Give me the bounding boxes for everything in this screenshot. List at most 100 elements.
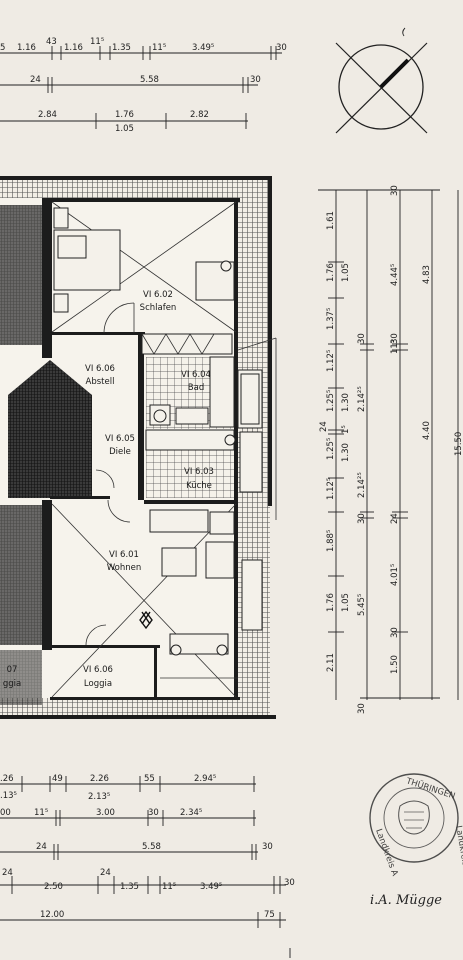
- dim-bottom-15: 24: [2, 868, 13, 878]
- dim-top-6: 11⁵: [152, 43, 166, 53]
- dim-bottom-7: 00: [0, 808, 11, 818]
- dim-top-3: 1.16: [64, 43, 83, 53]
- room-loggia-name: Loggia: [84, 679, 112, 689]
- dim-right-9: 1.76: [326, 593, 336, 612]
- dim-right-24: 11⁵: [390, 340, 400, 354]
- dim-right-31: 4.40: [422, 421, 432, 440]
- room-loggia-left-number: 07: [7, 665, 18, 675]
- dim-right-30: 4.83: [422, 265, 432, 284]
- dim-bottom-23: 75: [264, 910, 275, 920]
- dim-bottom-10: 30: [148, 808, 159, 818]
- dim-top-1: 1.16: [17, 43, 36, 53]
- dim-right-2: 1.37⁵: [326, 308, 336, 330]
- room-schlafen-name: Schlafen: [140, 303, 177, 313]
- dim-right-21: 30: [357, 703, 367, 714]
- room-bad-number: VI 6.04: [181, 370, 211, 380]
- bedroom-furniture: [53, 207, 235, 355]
- dim-top-12: 2.84: [38, 110, 57, 120]
- dim-top-0: 5: [0, 43, 5, 53]
- bottom-dimension-labels: .26 49 2.26 55 2.94⁵ .13⁵ 2.13⁵ 00 11⁵ 3…: [0, 774, 295, 920]
- dim-right-32: 15.50: [454, 432, 463, 456]
- dim-bottom-4: 2.94⁵: [194, 774, 216, 784]
- room-wohnen-name: Wohnen: [107, 563, 142, 573]
- right-dimension-lines: [318, 189, 440, 700]
- dim-top-2: 43: [46, 37, 57, 47]
- room-schlafen-number: VI 6.02: [143, 290, 173, 300]
- dim-right-14: 1.30: [341, 443, 351, 462]
- dim-bottom-2: 2.26: [90, 774, 109, 784]
- room-wohnen-number: VI 6.01: [109, 550, 139, 560]
- door-swings: [85, 302, 135, 646]
- bottom-dimension-lines: [0, 776, 286, 928]
- kitchen-fixtures: [145, 429, 263, 498]
- dim-bottom-21: 30: [284, 878, 295, 888]
- dim-bottom-14: 30: [262, 842, 273, 852]
- dim-top-13: 1.76: [115, 110, 134, 120]
- stamp-bottom-text: Landkreis A: [373, 828, 399, 878]
- dim-bottom-0: .26: [0, 774, 14, 784]
- dim-bottom-17: 24: [100, 868, 111, 878]
- room-abstell-name: Abstell: [86, 377, 115, 387]
- dim-right-22: 4.44⁵: [390, 264, 400, 286]
- room-loggia-left-name: ggia: [3, 679, 21, 689]
- room-loggia-number: VI 6.06: [83, 665, 113, 675]
- dim-right-11: 1.05: [341, 263, 351, 282]
- dim-right-25: 24: [390, 513, 400, 524]
- top-dimension-lines: 5 1.16 43 1.16 11⁵ 1.35 11⁵ 3.49⁵ 30 24 …: [0, 37, 287, 134]
- dim-top-5: 1.35: [112, 43, 131, 53]
- dim-right-15: 1.05: [341, 593, 351, 612]
- living-furniture: [139, 509, 263, 679]
- dim-bottom-9: 3.00: [96, 808, 115, 818]
- room-kueche-name: Küche: [186, 481, 212, 491]
- dim-top-10: 5.58: [140, 75, 159, 85]
- dim-right-29: 30: [390, 185, 400, 196]
- dim-top-4: 11⁵: [90, 37, 104, 47]
- north-arrow-icon: [335, 27, 428, 134]
- dim-bottom-16: 2.50: [44, 882, 63, 892]
- dim-bottom-1: 49: [52, 774, 63, 784]
- dim-right-6: 1.25⁵: [326, 438, 336, 460]
- dim-top-11: 30: [250, 75, 261, 85]
- dim-right-18: 2.14²⁵: [357, 472, 367, 498]
- dim-bottom-11: 2.34⁵: [180, 808, 202, 818]
- dim-right-20: 5.45⁵: [357, 594, 367, 616]
- dim-bottom-6: 2.13⁵: [88, 792, 110, 802]
- room-abstell-number: VI 6.06: [85, 364, 115, 374]
- dim-right-16: 30: [357, 333, 367, 344]
- dim-bottom-18: 1.35: [120, 882, 139, 892]
- dim-right-4: 1.25⁵: [326, 390, 336, 412]
- dim-bottom-19: 11⁵: [162, 882, 176, 892]
- right-dimension-labels: 1.61 1.76 1.37⁵ 1.12⁵ 1.25⁵ 24 1.25⁵ 1.1…: [319, 185, 463, 714]
- dim-bottom-22: 12.00: [40, 910, 64, 920]
- dim-right-10: 2.11: [326, 653, 336, 672]
- dim-right-13: 1⁵: [341, 425, 351, 434]
- stamp-right-text: Landkreis: [453, 825, 463, 868]
- dim-right-12: 1.30: [341, 393, 351, 412]
- dim-right-1: 1.76: [326, 263, 336, 282]
- dim-bottom-3: 55: [144, 774, 155, 784]
- room-labels: VI 6.02 Schlafen VI 6.06 Abstell VI 6.04…: [3, 290, 214, 689]
- dim-right-17: 2.14²⁵: [357, 386, 367, 412]
- dim-top-15: 1.05: [115, 124, 134, 134]
- dim-top-9: 24: [30, 75, 41, 85]
- dim-right-23: 30: [390, 333, 400, 344]
- dim-bottom-5: .13⁵: [0, 791, 17, 801]
- dim-bottom-20: 3.49⁵: [200, 882, 222, 892]
- signature: i.A. Mügge: [370, 893, 442, 908]
- dim-top-8: 30: [276, 43, 287, 53]
- dim-right-27: 30: [390, 627, 400, 638]
- dim-right-26: 4.01⁵: [390, 564, 400, 586]
- room-diele-name: Diele: [109, 447, 131, 457]
- dim-right-0: 1.61: [326, 211, 336, 230]
- bathroom-fixtures: [146, 356, 235, 429]
- dim-top-14: 2.82: [190, 110, 209, 120]
- dim-right-28: 1.50: [390, 655, 400, 674]
- dim-right-19: 30: [357, 513, 367, 524]
- room-bad-name: Bad: [188, 383, 204, 393]
- room-kueche-number: VI 6.03: [184, 467, 214, 477]
- official-stamp: THÜRINGEN Landkreis Landkreis A: [369, 773, 463, 878]
- dim-right-3: 1.12⁵: [326, 350, 336, 372]
- plan-walls: [0, 176, 276, 719]
- room-diele-number: VI 6.05: [105, 434, 135, 444]
- bathtub: [237, 337, 277, 520]
